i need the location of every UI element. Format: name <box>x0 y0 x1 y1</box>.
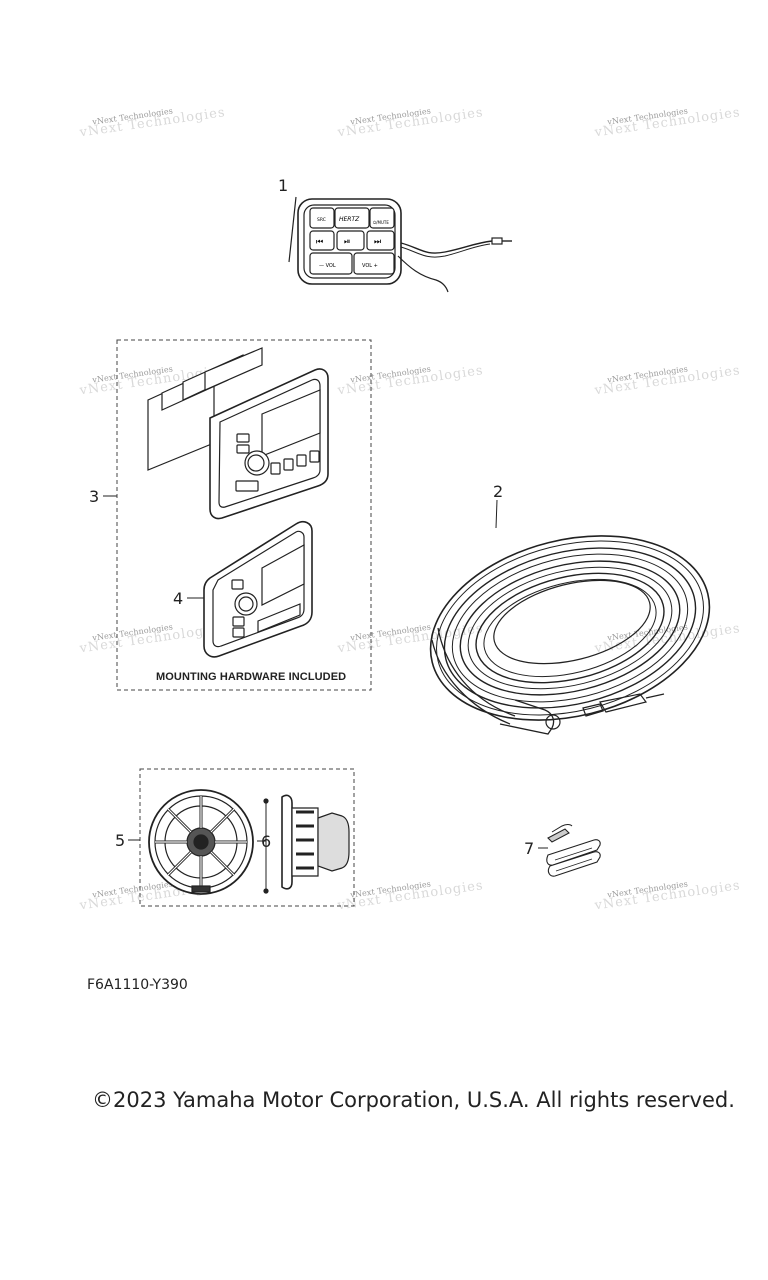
callout-5: 5 <box>115 831 126 850</box>
marine-speaker-side <box>263 794 350 894</box>
remote-vol-up-button: VOL + <box>362 263 378 269</box>
speaker-boundary-box <box>139 768 355 907</box>
callout-1: 1 <box>278 176 289 195</box>
callout-6: 6 <box>261 832 272 851</box>
copyright-notice: ©2023 Yamaha Motor Corporation, U.S.A. A… <box>92 1088 735 1112</box>
marine-speaker-front <box>148 789 254 895</box>
callout-7: 7 <box>524 839 535 858</box>
remote-next-button: ⏭ <box>374 237 381 246</box>
remote-play-button: ⏯ <box>344 237 350 246</box>
remote-src-button: SRC <box>317 217 326 223</box>
callout-3: 3 <box>89 487 100 506</box>
callout-4: 4 <box>173 589 184 608</box>
mounting-hardware-note: MOUNTING HARDWARE INCLUDED <box>156 671 347 683</box>
kit-boundary-box <box>116 339 372 691</box>
head-unit-cover <box>203 521 313 658</box>
remote-brand-label: HERTZ <box>339 216 360 223</box>
callout-2: 2 <box>493 482 504 501</box>
remote-prev-button: ⏮ <box>316 237 323 246</box>
figure-code: F6A1110-Y390 <box>87 977 188 993</box>
extension-cable-coil <box>429 499 711 735</box>
marine-head-unit <box>147 347 329 520</box>
mounting-clip <box>538 824 601 877</box>
wired-remote <box>288 196 512 293</box>
remote-vol-down-button: — VOL <box>319 263 336 269</box>
remote-power-button: ⏻/MUTE <box>373 220 389 225</box>
